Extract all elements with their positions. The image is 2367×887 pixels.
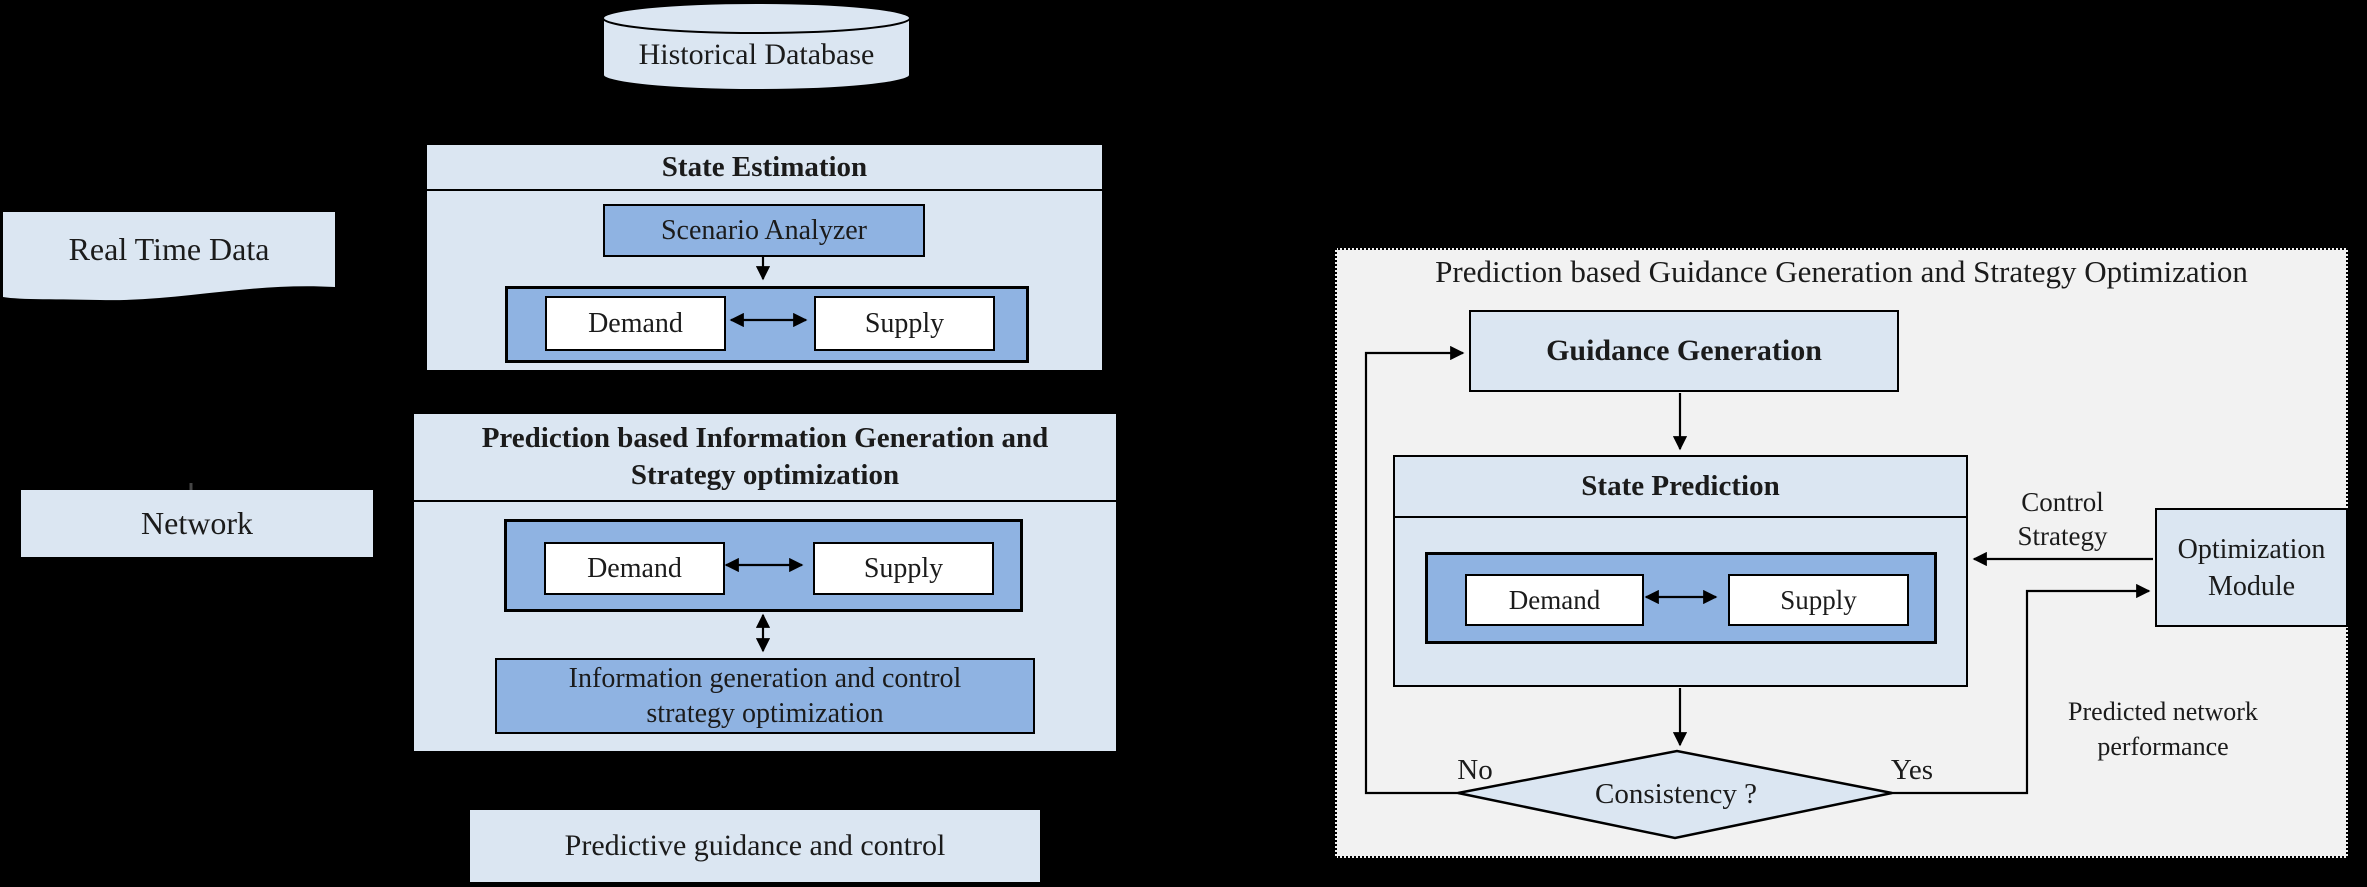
prediction-information-title: Prediction based Information Generation … (414, 414, 1116, 502)
control-strategy-line2: Strategy (2017, 521, 2108, 551)
optimization-module-box: Optimization Module (2155, 508, 2348, 627)
pi-demand-box: Demand (544, 542, 725, 595)
predicted-performance-label: Predicted network performance (2043, 696, 2283, 762)
information-generation-line1: Information generation and control (568, 663, 962, 694)
sp-demand-box: Demand (1465, 574, 1644, 626)
historical-database-label: Historical Database (638, 38, 875, 71)
state-prediction-box: State Prediction Demand Supply (1393, 455, 1968, 687)
consistency-no-label: No (1457, 753, 1493, 786)
consistency-label: Consistency ? (1595, 777, 1757, 810)
optimization-module-line1: Optimization (2177, 533, 2326, 565)
predicted-performance-line2: performance (2097, 732, 2229, 761)
right-panel-title: Prediction based Guidance Generation and… (1435, 254, 2248, 289)
scenario-analyzer-box: Scenario Analyzer (603, 204, 925, 257)
prediction-information-title-line2: Strategy optimization (630, 459, 900, 491)
prediction-information-box: Prediction based Information Generation … (412, 412, 1118, 753)
network-label: Network (141, 505, 253, 541)
se-demand-supply-container: Demand Supply (505, 286, 1029, 363)
control-strategy-label: Control Strategy (1995, 486, 2130, 552)
optimization-module-line2: Module (2207, 570, 2296, 602)
sp-supply-box: Supply (1728, 574, 1909, 626)
predictive-guidance-label: Predictive guidance and control (564, 829, 946, 862)
se-supply-box: Supply (814, 296, 995, 351)
pi-supply-box: Supply (813, 542, 994, 595)
prediction-information-title-line1: Prediction based Information Generation … (481, 421, 1049, 454)
predicted-performance-line1: Predicted network (2068, 697, 2258, 726)
guidance-generation-box: Guidance Generation (1469, 310, 1899, 392)
real-time-data-shape (3, 212, 335, 301)
consistency-yes-label: Yes (1890, 753, 1934, 786)
predictive-guidance-box: Predictive guidance and control (470, 810, 1040, 882)
sp-demand-supply-container: Demand Supply (1425, 552, 1937, 644)
pi-demand-supply-container: Demand Supply (504, 519, 1023, 612)
network-box: Network (21, 490, 373, 557)
information-generation-line2: strategy optimization (646, 698, 884, 729)
state-estimation-title: State Estimation (427, 145, 1102, 191)
information-generation-box: Information generation and control strat… (495, 658, 1035, 734)
real-time-data-label: Real Time Data (68, 230, 270, 267)
state-prediction-title: State Prediction (1395, 457, 1966, 518)
control-strategy-line1: Control (2021, 487, 2104, 517)
se-demand-box: Demand (545, 296, 726, 351)
state-estimation-box: State Estimation Scenario Analyzer Deman… (425, 143, 1104, 372)
